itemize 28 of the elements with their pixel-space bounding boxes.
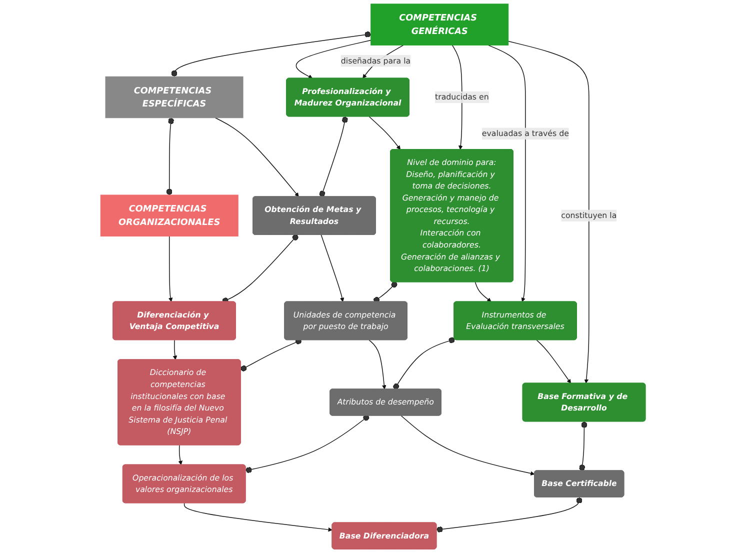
connector [374, 282, 398, 303]
arrow [536, 340, 572, 384]
arrow [172, 340, 178, 360]
arrow [320, 234, 344, 302]
arrow [296, 40, 372, 79]
arrow [400, 415, 535, 476]
node-box: COMPETENCIAS ESPECÍFICAS [105, 76, 244, 118]
node-box: COMPETENCIAS ORGANIZACIONALES [100, 194, 238, 236]
connector [319, 116, 348, 198]
arrow [368, 340, 386, 390]
connector [245, 414, 370, 473]
connector [222, 234, 298, 304]
connector [393, 337, 456, 390]
connector [240, 338, 302, 372]
arrow [184, 502, 332, 532]
arrow [474, 282, 492, 302]
arrow [508, 40, 590, 384]
arrow [215, 118, 299, 197]
node-box: COMPETENCIAS GENÉRICAS [370, 4, 509, 46]
connector [436, 496, 582, 532]
arrow [488, 44, 526, 302]
arrow [452, 44, 463, 150]
arrow [368, 116, 401, 150]
connector [166, 118, 174, 196]
connector [579, 421, 588, 472]
arrow [178, 444, 182, 466]
arrow [168, 236, 173, 302]
connector [171, 31, 372, 77]
